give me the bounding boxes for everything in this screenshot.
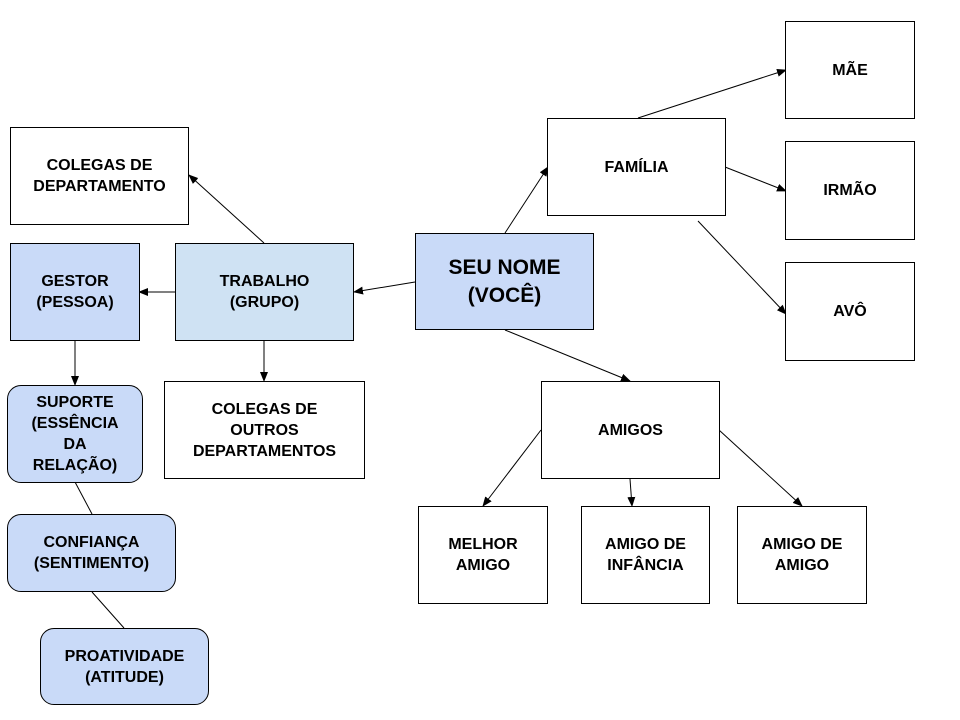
arrow-center-to-amigos	[504, 329, 631, 382]
proatividade-node[interactable]: PROATIVIDADE (ATITUDE)	[40, 628, 209, 705]
confianca-node[interactable]: CONFIANÇA (SENTIMENTO)	[7, 514, 176, 592]
avo-node[interactable]: AVÔ	[785, 262, 915, 361]
amigo-de-amigo-node[interactable]: AMIGO DE AMIGO	[737, 506, 867, 604]
gestor-node[interactable]: GESTOR (PESSOA)	[10, 243, 140, 341]
arrow-center-to-familia	[504, 166, 549, 234]
center-node[interactable]: SEU NOME (VOCÊ)	[415, 233, 594, 330]
amigos-node[interactable]: AMIGOS	[541, 381, 720, 479]
melhor-amigo-node[interactable]: MELHOR AMIGO	[418, 506, 548, 604]
familia-node[interactable]: FAMÍLIA	[547, 118, 726, 216]
line-confianca-to-proatividade	[91, 591, 125, 629]
arrow-amigos-to-amigo-de-amigo	[718, 429, 803, 507]
arrow-familia-to-irmao	[724, 166, 787, 192]
colegas-departamento-node[interactable]: COLEGAS DE DEPARTAMENTO	[10, 127, 189, 225]
mae-node[interactable]: MÃE	[785, 21, 915, 119]
arrow-familia-to-mae	[637, 68, 787, 119]
arrow-amigos-to-amigo-infancia	[627, 478, 636, 507]
arrow-familia-to-avo	[697, 220, 787, 315]
irmao-node[interactable]: IRMÃO	[785, 141, 915, 240]
line-suporte-to-confianca	[74, 481, 93, 515]
arrow-trabalho-to-colegas-departamento	[188, 174, 265, 244]
arrow-amigos-to-melhor-amigo	[482, 429, 542, 507]
trabalho-node[interactable]: TRABALHO (GRUPO)	[175, 243, 354, 341]
suporte-node[interactable]: SUPORTE (ESSÊNCIA DA RELAÇÃO)	[7, 385, 143, 483]
colegas-outros-node[interactable]: COLEGAS DE OUTROS DEPARTAMENTOS	[164, 381, 365, 479]
amigo-infancia-node[interactable]: AMIGO DE INFÂNCIA	[581, 506, 710, 604]
arrow-center-to-trabalho	[353, 281, 416, 295]
